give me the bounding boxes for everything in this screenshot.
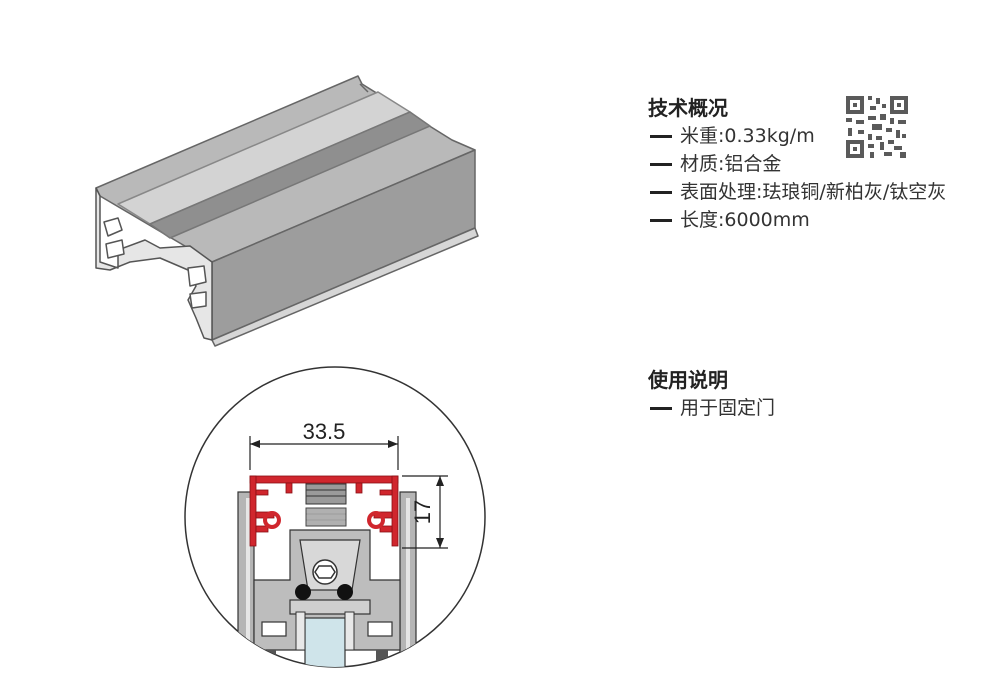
width-dimension-label: 33.5 <box>303 419 346 444</box>
tech-overview-title: 技术概况 <box>648 96 728 120</box>
spec-length: 长度:6000mm <box>648 206 978 234</box>
dash-icon <box>650 407 672 410</box>
usage-item: 用于固定门 <box>648 394 978 422</box>
spec-weight: 米重:0.33kg/m <box>648 122 978 150</box>
dash-icon <box>650 163 672 166</box>
spec-weight-value: 0.33kg/m <box>724 125 815 147</box>
spec-finish-label: 表面处理 <box>680 181 757 203</box>
height-dimension-label: 17 <box>410 500 435 524</box>
usage-title: 使用说明 <box>648 368 728 392</box>
usage-item-text: 用于固定门 <box>680 397 776 419</box>
spec-material-value: 铝合金 <box>724 153 782 175</box>
dash-icon <box>650 219 672 222</box>
spec-length-label: 长度 <box>680 209 719 231</box>
dash-icon <box>650 191 672 194</box>
spec-weight-label: 米重 <box>680 125 719 147</box>
cross-section-detail: 33.5 17 <box>184 366 486 668</box>
spec-finish: 表面处理:珐琅铜/新柏灰/钛空灰 <box>648 178 978 206</box>
dash-icon <box>650 135 672 138</box>
profile-3d-view <box>95 75 479 347</box>
qr-code-icon <box>844 94 910 160</box>
spec-material: 材质:铝合金 <box>648 150 978 178</box>
spec-finish-value: 珐琅铜/新柏灰/钛空灰 <box>762 181 947 203</box>
spec-length-value: 6000mm <box>724 209 810 231</box>
tech-overview-section: 技术概况 米重:0.33kg/m 材质:铝合金 表面处理:珐琅铜/新柏灰/钛空灰… <box>648 94 978 234</box>
usage-section: 使用说明 用于固定门 <box>648 366 978 422</box>
spec-material-label: 材质 <box>680 153 719 175</box>
